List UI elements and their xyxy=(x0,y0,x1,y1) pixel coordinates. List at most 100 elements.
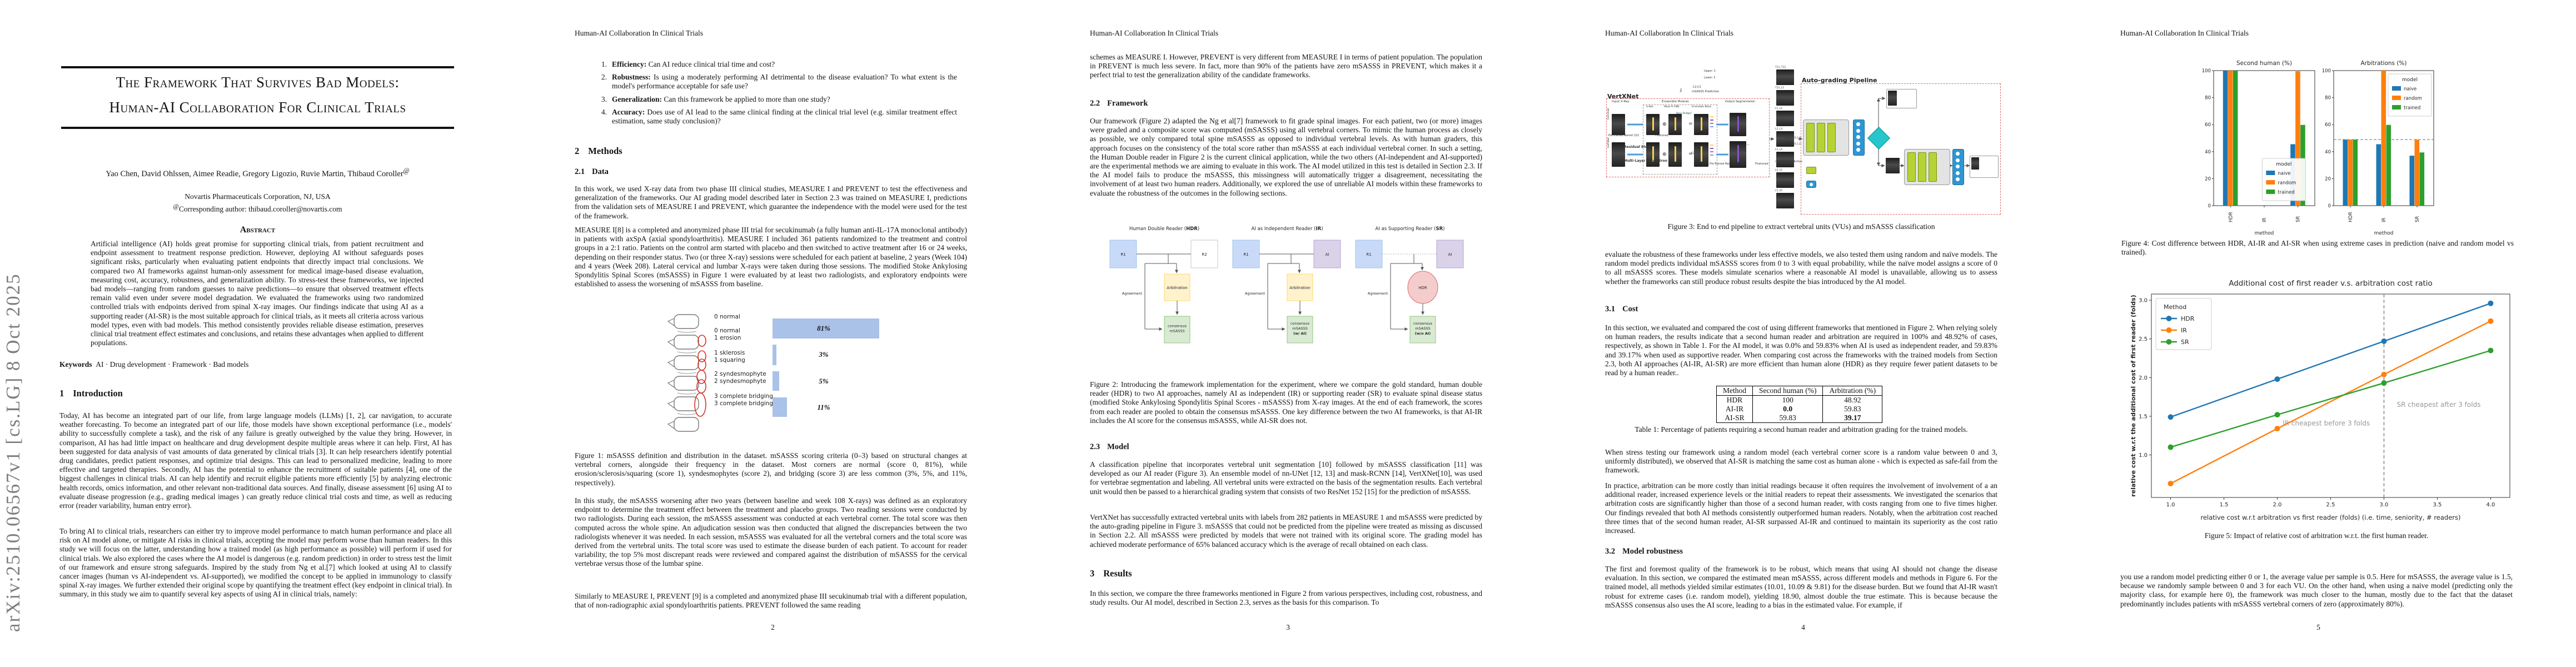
cost-paragraph-3: In practice, arbitration can be more cos… xyxy=(1605,481,1997,535)
y-tick-label: 20 xyxy=(2325,176,2331,182)
fig3-label: L2_L3 xyxy=(1775,128,1782,131)
list-item-text: Generalization: Can this framework be ap… xyxy=(612,94,830,103)
y-axis-label: relative cost w.r.t the additional cost … xyxy=(2130,295,2137,496)
x-tick-label: 1.0 xyxy=(2166,502,2175,508)
legend-label-naive: naive xyxy=(2278,171,2290,177)
fig3-label: Finetuned xyxy=(1655,135,1668,137)
fig3-xray-image xyxy=(1776,152,1794,167)
y-tick-label: 100 xyxy=(2202,68,2211,74)
legend-marker-IR xyxy=(2166,327,2172,333)
y-tick-label: 0 xyxy=(2328,203,2331,209)
section-number: 2.2 xyxy=(1090,99,1100,108)
fig2-agreement-label: Agreement xyxy=(1245,291,1265,296)
section-number: 2.3 xyxy=(1090,442,1100,451)
fig3-label: C2-C3 xyxy=(1693,86,1701,89)
fig3-label: Pre-Trained Resnet 152 xyxy=(1710,163,1741,166)
running-header: Human-AI Collaboration In Clinical Trial… xyxy=(1090,29,1218,37)
point-HDR xyxy=(2488,300,2494,306)
x-tick-label: 2.0 xyxy=(2273,502,2282,508)
fig1-bar-value: 81% xyxy=(817,324,830,332)
disc-line xyxy=(677,351,697,354)
legend-title: model xyxy=(2402,77,2418,83)
fig2-reader1-label: R1 xyxy=(1120,252,1125,257)
vertebra-process xyxy=(667,359,675,367)
point-IR xyxy=(2274,426,2280,432)
model-paragraph-2: VertXNet has successfully extracted vert… xyxy=(1090,513,1482,549)
fig3-xray-image xyxy=(1886,158,1900,173)
fig1-score-label: 2 syndesmophyte xyxy=(714,378,766,385)
point-IR xyxy=(2381,371,2387,377)
list-item-number: 2. xyxy=(601,73,607,82)
fig3-xray-image xyxy=(1612,142,1625,167)
fig3-label: ⋯ xyxy=(1745,142,1750,147)
fig2-column-title: Human Double Reader (HDR) xyxy=(1129,226,1199,232)
disc-line xyxy=(677,372,697,374)
bar-naive xyxy=(2409,156,2415,206)
point-HDR xyxy=(2274,376,2280,382)
point-SR xyxy=(2168,444,2174,450)
page-5: Human-AI Collaboration In Clinical Trial… xyxy=(2061,0,2576,667)
running-header: Human-AI Collaboration In Clinical Trial… xyxy=(2120,29,2249,37)
fig3-mini-legend-swatch xyxy=(1710,126,1713,127)
legend-swatch-random xyxy=(2266,180,2275,185)
table-header-cell: Arbitration (%) xyxy=(1822,386,1882,396)
bar-naive xyxy=(2376,144,2381,206)
running-header: Human-AI Collaboration In Clinical Trial… xyxy=(1605,29,1733,37)
vertebra-body xyxy=(674,355,699,370)
fig3-label: Mask R-CNN xyxy=(1664,106,1680,108)
y-tick-label: 60 xyxy=(2325,122,2331,128)
bar-trained xyxy=(2353,140,2358,206)
fig2-mid-label: Arbitration xyxy=(1289,286,1310,290)
vertebra-process xyxy=(667,421,675,429)
vertebra-process xyxy=(667,380,675,388)
section-number: 3.1 xyxy=(1605,305,1616,313)
framework-paragraph: Our framework (Figure 2) adapted the Ng … xyxy=(1090,117,1482,197)
fig3-label: T11_T12 xyxy=(1775,66,1786,69)
page4-paragraph-0: evaluate the robustness of these framewo… xyxy=(1605,250,1997,286)
table-header-cell: Second human (%) xyxy=(1752,386,1823,396)
fig3-residual-block xyxy=(1918,152,1926,182)
section-title: Model xyxy=(1107,442,1129,451)
fig3-label: No xyxy=(1678,129,1682,132)
fig3-label: = xyxy=(1688,151,1693,157)
bar-trained xyxy=(2419,152,2425,206)
vertebra-process xyxy=(667,339,675,347)
section-number: 1 xyxy=(59,388,64,399)
section-number: 2 xyxy=(575,146,580,156)
fig3-mlp-node xyxy=(1856,148,1860,152)
legend-title: Method xyxy=(2164,303,2186,311)
fig1-score-label: 2 syndesmophyte xyxy=(714,371,766,377)
corner-score-circle xyxy=(697,350,706,362)
y-tick-label: 100 xyxy=(2322,68,2331,74)
y-tick-label: 40 xyxy=(2325,150,2331,155)
fig3-mlp-node xyxy=(1956,165,1960,168)
point-SR xyxy=(2274,412,2280,418)
list-item-term: Generalization: xyxy=(612,94,662,103)
fig3-label: Ensemble Mask xyxy=(1692,106,1712,108)
bar-trained xyxy=(2386,125,2391,206)
annotation-ir-cheapest: IR cheapest before 3 folds xyxy=(2283,420,2370,427)
fig1-score-label: 3 complete bridging xyxy=(714,400,773,407)
x-tick-label: HDR xyxy=(2228,212,2234,222)
cost-paragraph-2: When stress testing our framework using … xyxy=(1605,448,1997,475)
page2-paragraph-3: In this study, the mSASSS worsening afte… xyxy=(575,496,967,568)
fig3-label: Bony Bridge? xyxy=(1676,112,1692,115)
y-tick-label: 2.0 xyxy=(2139,375,2148,381)
page-1-title-page: arXiv:2510.06567v1 [cs.LG] 8 Oct 2025 Th… xyxy=(0,0,515,667)
fig3-legend-mlp-node xyxy=(1810,182,1813,186)
fig3-label: ⋯ xyxy=(1644,113,1648,118)
fig3-label: Finetuned xyxy=(1755,163,1768,166)
list-item-term: Efficiency: xyxy=(612,60,647,68)
vertebra-process xyxy=(667,400,675,409)
page3-paragraph-0: schemes as MEASURE I. However, PREVENT i… xyxy=(1090,53,1482,79)
fig3-vertxnet-box xyxy=(1606,98,1770,177)
fig1-bar xyxy=(773,318,879,339)
page5-paragraph-0: you use a random model predicting either… xyxy=(2120,573,2513,608)
fig3-residual-block xyxy=(1827,123,1836,152)
contact-line: @Corresponding author: thibaud.coroller@… xyxy=(22,203,493,214)
fig3-mlp-node xyxy=(1956,158,1960,162)
